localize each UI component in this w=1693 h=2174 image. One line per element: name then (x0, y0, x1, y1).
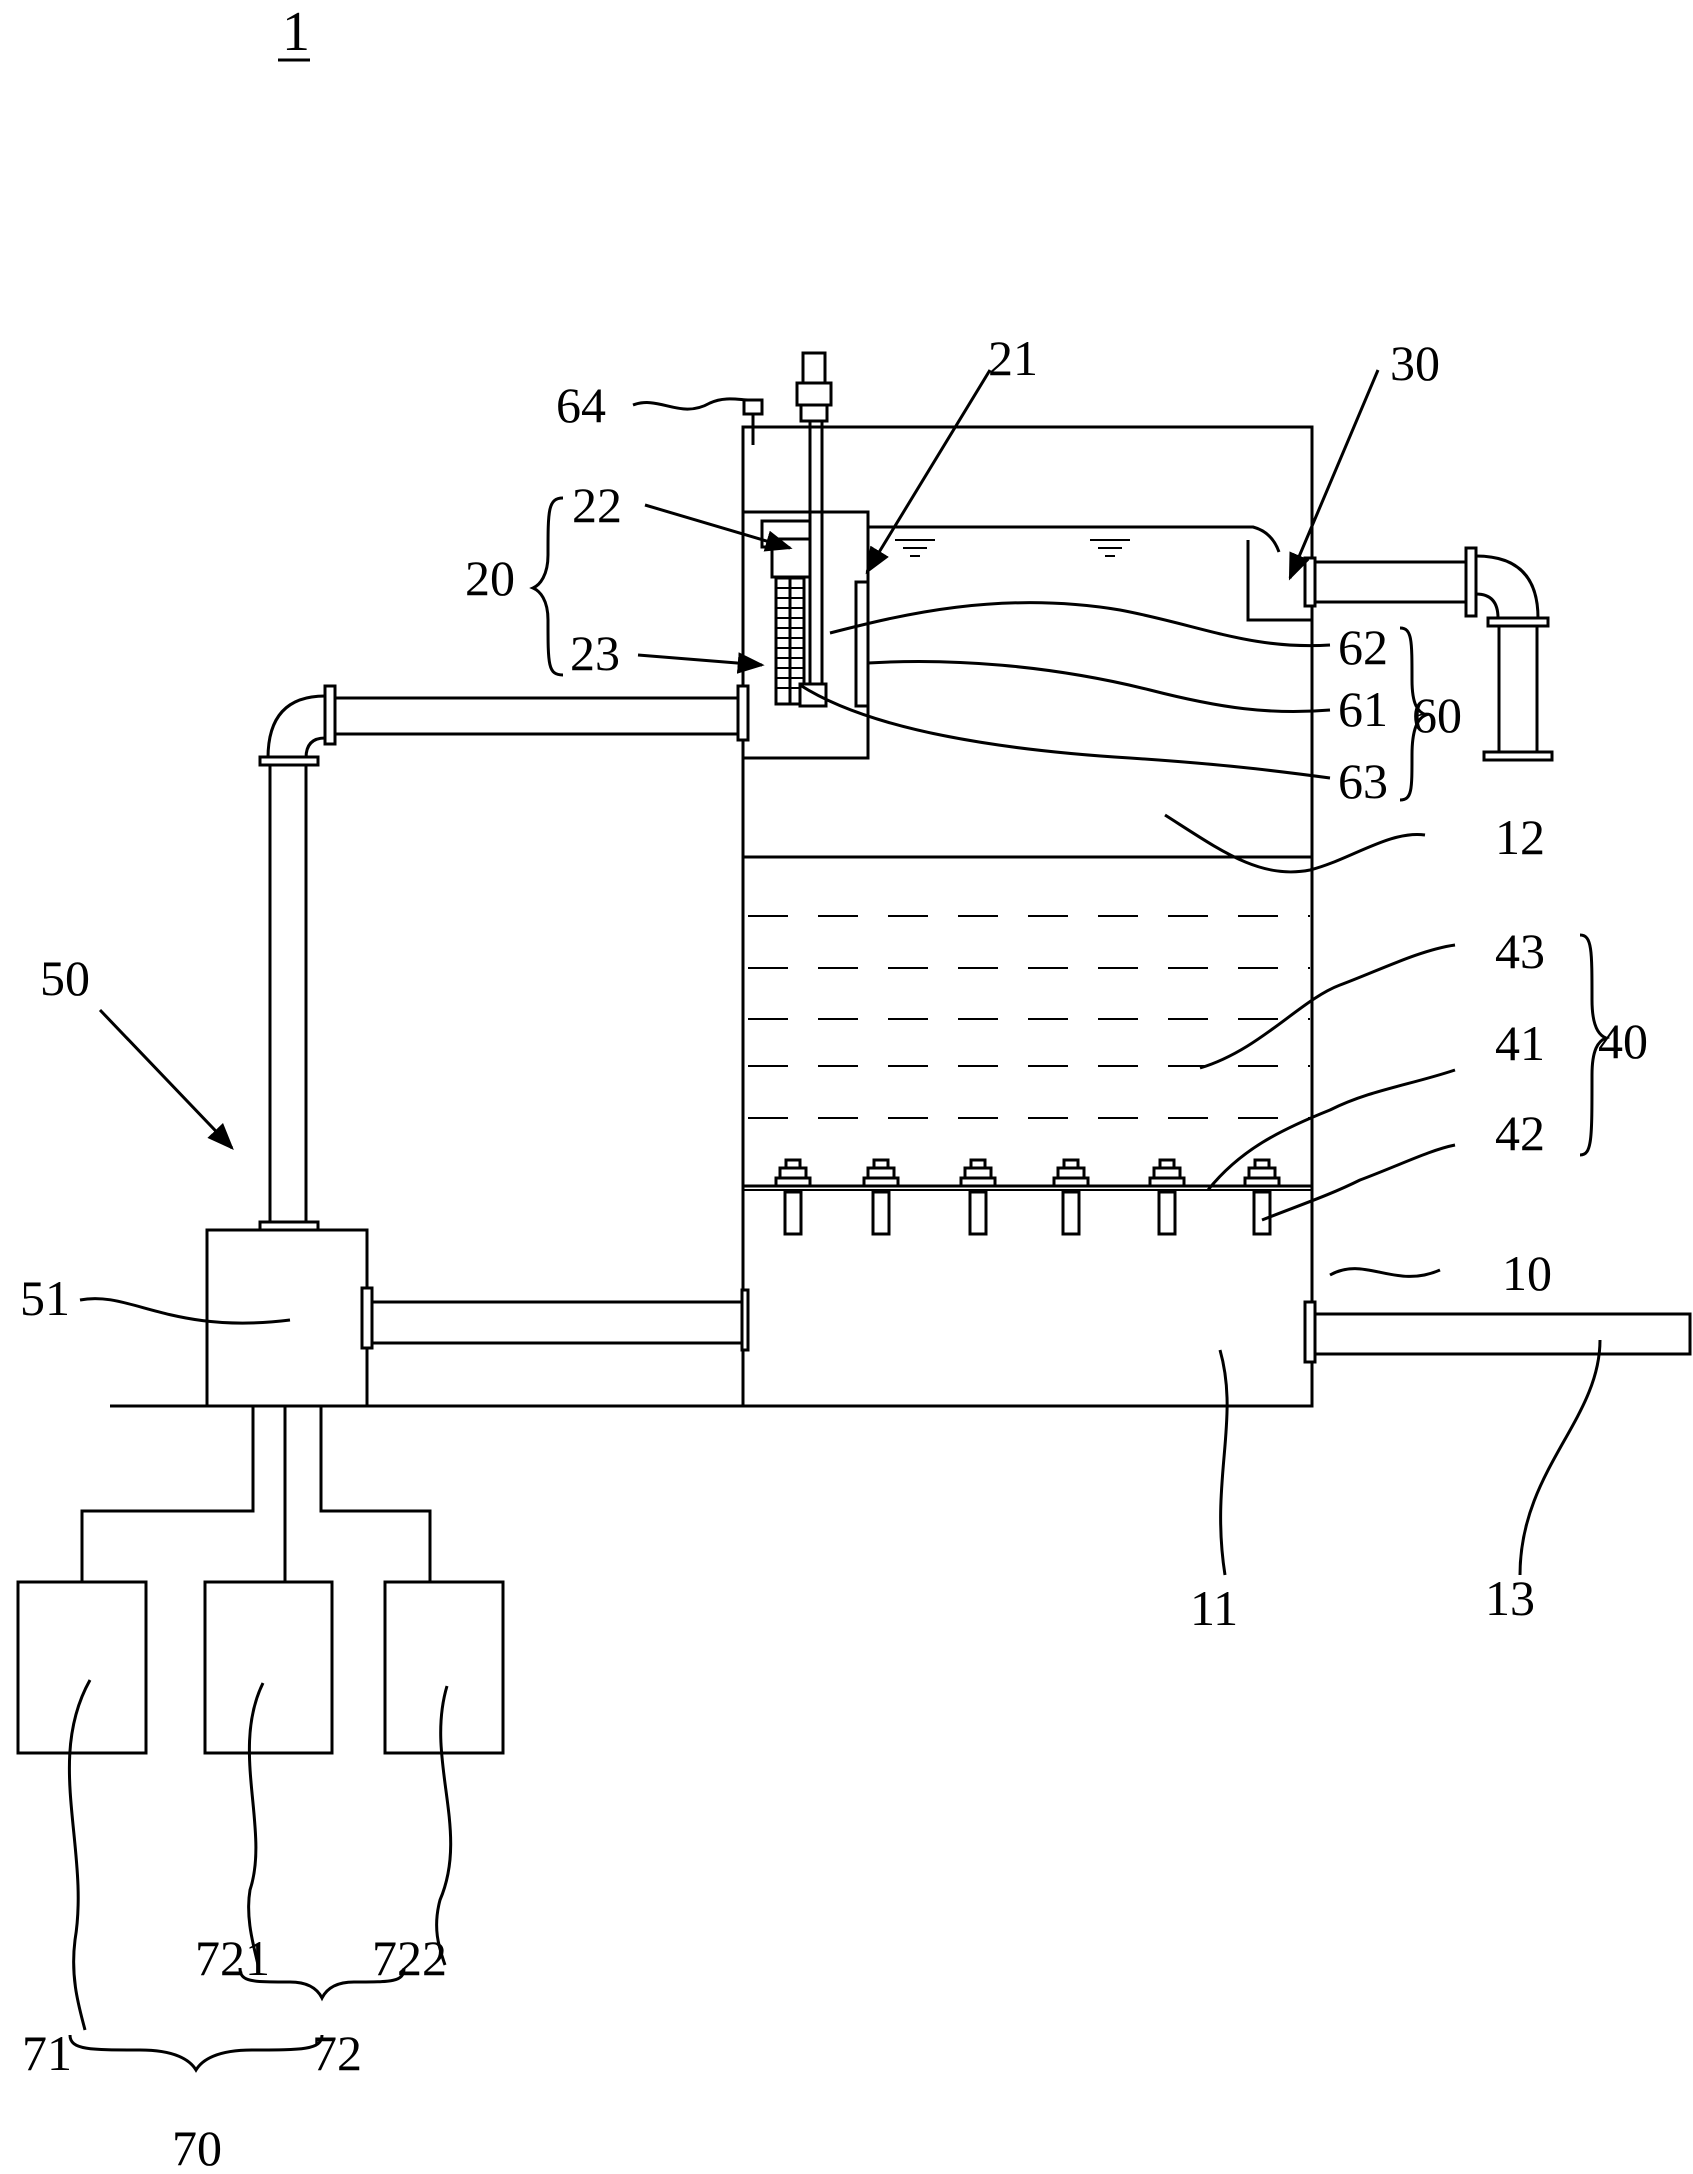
aeration-plate (743, 1184, 1312, 1191)
label-70: 70 (172, 2120, 222, 2174)
label-11: 11 (1190, 1580, 1238, 1636)
outlet-pipe (1303, 546, 1554, 762)
return-pipe (360, 1286, 750, 1352)
rotary-screen (774, 576, 828, 708)
label-63: 63 (1338, 753, 1388, 809)
label-61: 61 (1338, 681, 1388, 737)
leader-lines (67, 397, 1602, 2031)
label-20: 20 (465, 550, 515, 606)
label-30: 30 (1390, 335, 1440, 391)
labels: 64 21 30 22 20 23 62 61 60 63 12 43 40 4… (20, 330, 1648, 2174)
arrows (98, 369, 1380, 1150)
dosing-tank-721 (203, 1580, 334, 1755)
label-23: 23 (570, 625, 620, 681)
level-sensor (742, 398, 764, 445)
inlet-pipe (258, 684, 750, 1232)
dosing-lines (80, 1406, 432, 1582)
label-10: 10 (1502, 1245, 1552, 1301)
label-22: 22 (572, 477, 622, 533)
baffle-plate (854, 580, 870, 708)
label-41: 41 (1495, 1015, 1545, 1071)
filter-media-layers (748, 915, 1310, 1119)
label-60: 60 (1412, 687, 1462, 743)
label-721: 721 (195, 1930, 270, 1986)
water-surface (868, 525, 1312, 622)
braces (68, 496, 1611, 2073)
dosing-tank-722 (383, 1580, 505, 1755)
label-722: 722 (372, 1930, 447, 1986)
label-64: 64 (556, 377, 606, 433)
label-72: 72 (312, 2025, 362, 2081)
label-71: 71 (22, 2025, 72, 2081)
label-42: 42 (1495, 1105, 1545, 1161)
label-43: 43 (1495, 923, 1545, 979)
label-51: 51 (20, 1270, 70, 1326)
label-40: 40 (1598, 1013, 1648, 1069)
figure-number: 1 (282, 1, 310, 63)
label-12: 12 (1495, 809, 1545, 865)
tank-body (741, 425, 1314, 1408)
discharge-pipe (1303, 1300, 1692, 1364)
label-62: 62 (1338, 619, 1388, 675)
dosing-tank-71 (16, 1580, 148, 1755)
pump-box (205, 1228, 369, 1408)
diffusers (774, 1158, 1281, 1236)
label-50: 50 (40, 950, 90, 1006)
label-21: 21 (988, 330, 1038, 386)
label-13: 13 (1485, 1570, 1535, 1626)
